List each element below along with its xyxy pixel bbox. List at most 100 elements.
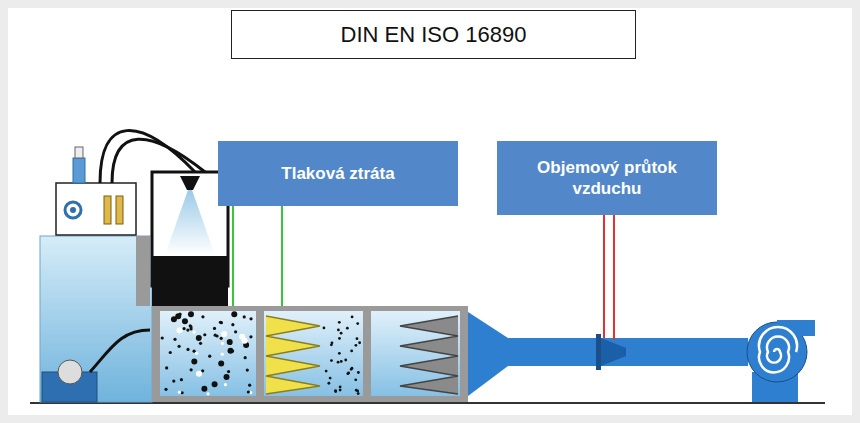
particle bbox=[188, 311, 194, 317]
particle bbox=[181, 391, 184, 394]
node-text: DIN EN ISO 16890 bbox=[341, 21, 527, 49]
particle bbox=[243, 315, 246, 318]
particle bbox=[189, 327, 192, 330]
particle bbox=[247, 390, 250, 393]
particle bbox=[178, 391, 181, 394]
particle bbox=[186, 328, 189, 331]
particle bbox=[227, 348, 233, 354]
particle bbox=[220, 321, 223, 324]
nozzle-orifice bbox=[601, 338, 626, 366]
fan-spiral bbox=[759, 327, 797, 372]
particle bbox=[196, 371, 202, 377]
injector-block bbox=[152, 256, 228, 312]
particle bbox=[182, 327, 185, 330]
particle bbox=[351, 315, 354, 318]
particle bbox=[246, 368, 249, 371]
particle bbox=[329, 377, 332, 380]
particle bbox=[182, 318, 188, 324]
particle bbox=[327, 382, 330, 385]
particle bbox=[201, 369, 204, 372]
particle bbox=[212, 381, 218, 387]
particle bbox=[201, 315, 204, 318]
transition-cone bbox=[468, 312, 508, 396]
particle bbox=[229, 342, 232, 345]
particle bbox=[227, 370, 230, 373]
particle bbox=[249, 335, 252, 338]
particle bbox=[221, 331, 227, 337]
particle bbox=[195, 352, 198, 355]
bar bbox=[116, 196, 123, 224]
particle bbox=[161, 336, 164, 339]
dust-particles bbox=[161, 311, 361, 395]
pump-wheel bbox=[58, 360, 82, 384]
tank bbox=[40, 236, 152, 402]
particle bbox=[218, 361, 224, 367]
flow-tap bbox=[613, 215, 615, 340]
hose bbox=[90, 330, 150, 372]
dial-center bbox=[70, 207, 76, 213]
final-filter bbox=[400, 316, 458, 394]
particle bbox=[221, 342, 224, 345]
particle bbox=[231, 349, 234, 352]
particle bbox=[248, 384, 251, 387]
particle bbox=[164, 388, 167, 391]
tank-wall bbox=[136, 236, 150, 306]
duct-top bbox=[152, 306, 466, 311]
particle bbox=[193, 350, 196, 353]
node-text: Tlaková ztráta bbox=[281, 163, 394, 184]
particle bbox=[339, 389, 342, 392]
flange bbox=[363, 306, 371, 402]
particle bbox=[356, 322, 359, 325]
particle bbox=[175, 313, 181, 319]
title-box: DIN EN ISO 16890 bbox=[231, 10, 636, 59]
particle bbox=[338, 352, 341, 355]
particle bbox=[220, 337, 223, 340]
pressure-tap bbox=[281, 206, 283, 306]
orifice-flange bbox=[596, 334, 601, 370]
particle bbox=[356, 337, 359, 340]
particle bbox=[337, 361, 340, 364]
particle bbox=[325, 370, 328, 373]
particle bbox=[178, 345, 181, 348]
particle bbox=[340, 360, 343, 363]
pressure-tap bbox=[232, 206, 234, 306]
label-box: Objemový průtok vzduchu bbox=[497, 141, 717, 215]
particle bbox=[334, 390, 337, 393]
particle bbox=[346, 327, 349, 330]
particle bbox=[242, 338, 248, 344]
filter-pleats bbox=[266, 316, 320, 394]
particle bbox=[206, 392, 209, 395]
particle bbox=[234, 330, 237, 333]
node-text: Objemový průtok vzduchu bbox=[507, 157, 707, 200]
particle bbox=[350, 368, 353, 371]
particle bbox=[350, 350, 353, 353]
particle bbox=[323, 327, 326, 330]
particle bbox=[231, 323, 234, 326]
dial bbox=[65, 202, 81, 218]
particle bbox=[165, 366, 168, 369]
particle bbox=[201, 386, 207, 392]
particle bbox=[224, 374, 230, 380]
particle bbox=[173, 338, 176, 341]
particle bbox=[355, 344, 358, 347]
nozzle bbox=[180, 176, 200, 190]
pipe bbox=[506, 338, 748, 366]
flange bbox=[256, 306, 264, 402]
spray-cone bbox=[165, 190, 215, 255]
particle bbox=[191, 359, 197, 365]
particle bbox=[186, 348, 189, 351]
particle bbox=[172, 379, 175, 382]
dust-generator bbox=[56, 183, 136, 235]
particle bbox=[221, 353, 224, 356]
flange bbox=[460, 306, 468, 402]
flange bbox=[152, 306, 160, 402]
particle bbox=[213, 327, 216, 330]
particle bbox=[330, 359, 333, 362]
duct-bottom bbox=[152, 396, 466, 402]
particle bbox=[354, 378, 357, 381]
particle bbox=[244, 356, 247, 359]
particle bbox=[199, 342, 202, 345]
panel bbox=[8, 8, 852, 415]
particle bbox=[347, 372, 350, 375]
